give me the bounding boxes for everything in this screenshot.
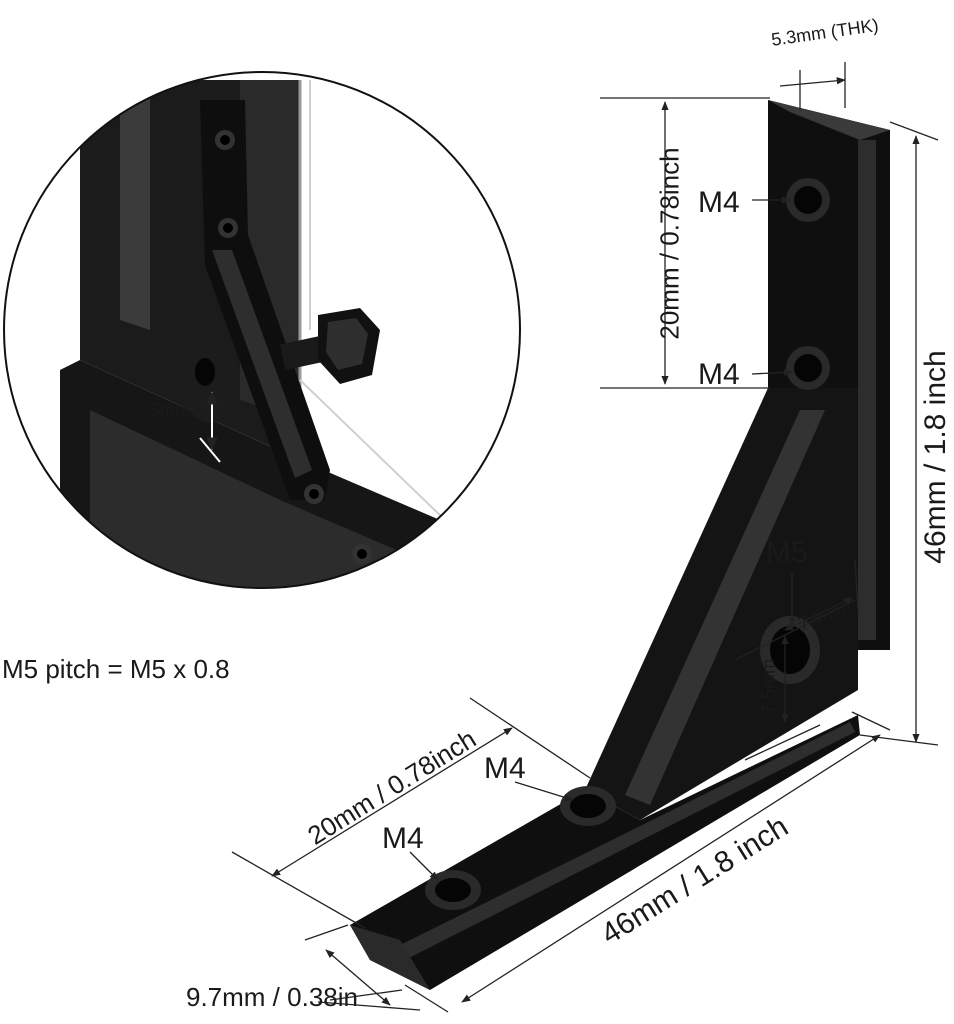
flange-width-label: 9.7mm / 0.38in [186, 982, 358, 1012]
detail-inset [3, 71, 521, 589]
hole-m4-bottom-right [560, 786, 616, 826]
slot-dim-label: 5mm [150, 400, 190, 420]
m4-top-label: M4 [698, 186, 740, 219]
m4-mid-label: M4 [698, 358, 740, 391]
m4-bottom-left-label: M4 [382, 822, 424, 855]
pitch-note: M5 pitch = M5 x 0.8 [2, 654, 230, 684]
dimension-lines [231, 62, 939, 1013]
m5-label: M5 [766, 536, 808, 569]
hole-m5 [760, 616, 820, 684]
inset-bracket [200, 100, 330, 500]
m5-offset-y-label: 7.5mm [758, 659, 779, 715]
hole-m4-top [786, 178, 830, 222]
detail-circle-border [3, 71, 521, 589]
vertical-hole-spacing-label: 20mm / 0.78inch [654, 147, 685, 340]
height-label: 46mm / 1.8 inch [919, 350, 952, 564]
m4-bottom-right-label: M4 [484, 752, 526, 785]
hole-m4-mid [786, 346, 830, 390]
